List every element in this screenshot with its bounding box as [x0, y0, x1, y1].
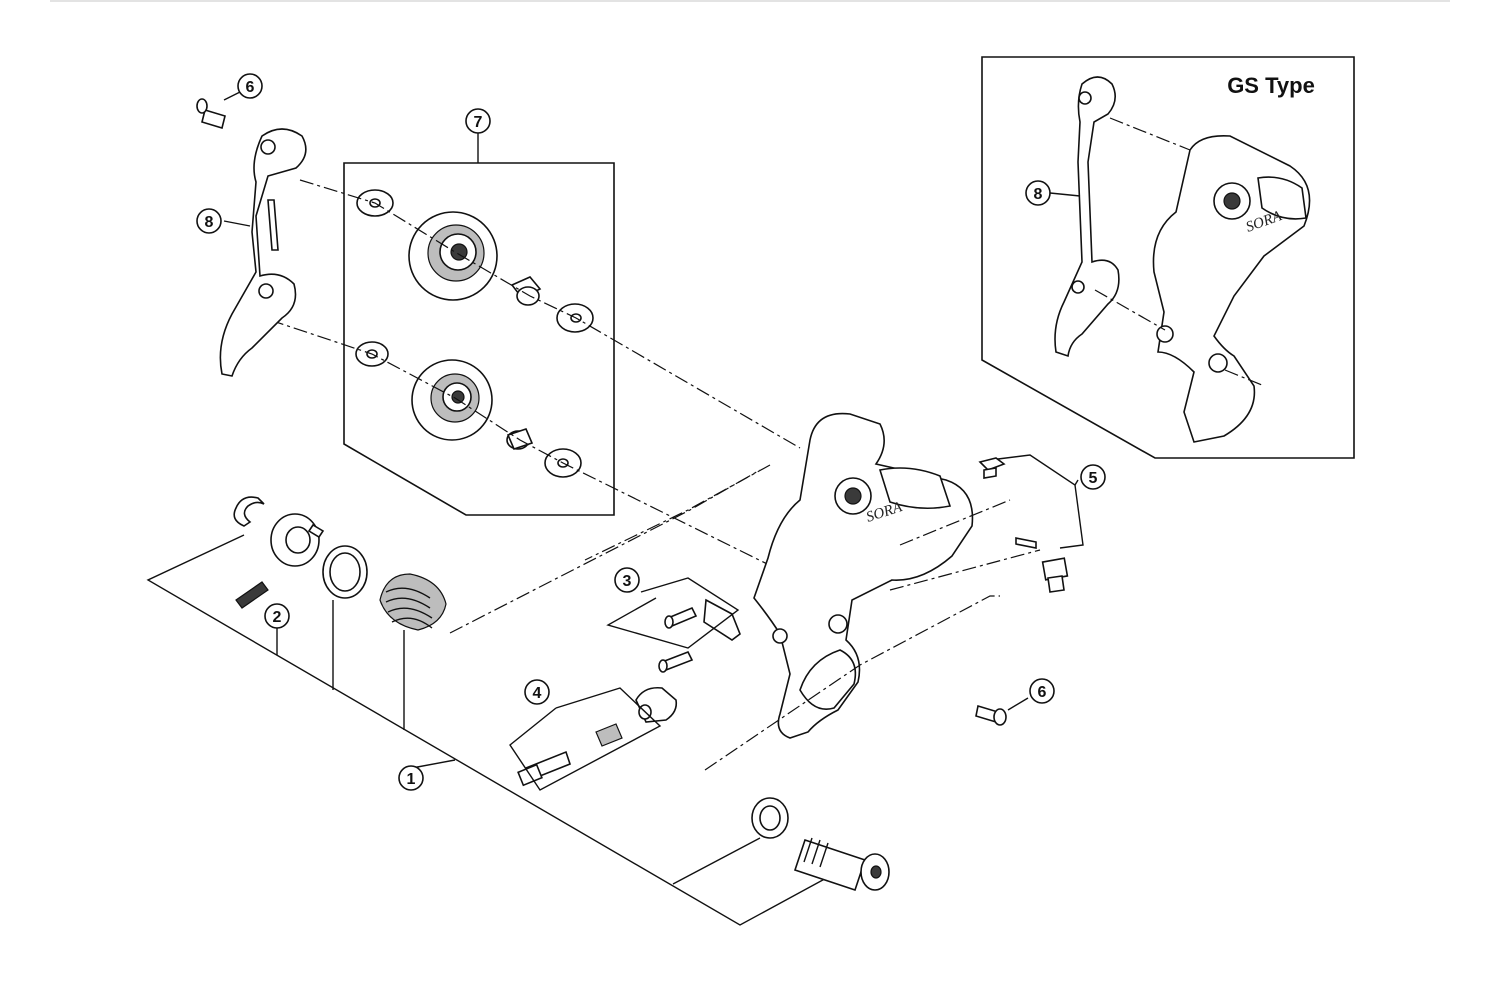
- b-tension-plate: [270, 513, 325, 567]
- stopper-screw-lower: [658, 650, 694, 673]
- callout-6-right: 6: [1029, 678, 1055, 704]
- gs-type-inset-box: [981, 56, 1355, 459]
- pivot-screw-right: [975, 704, 1007, 726]
- svg-text:8: 8: [1034, 186, 1043, 203]
- b-adjust-screw: [235, 581, 269, 609]
- body-axis-line: [584, 464, 771, 561]
- spacer-ring: [322, 545, 368, 599]
- callout-8-left: 8: [196, 208, 222, 234]
- callout-4: 4: [524, 679, 550, 705]
- guide-pulley: [408, 211, 498, 301]
- svg-text:2: 2: [273, 609, 282, 626]
- upper-axis-line: [299, 179, 801, 449]
- svg-text:1: 1: [407, 771, 416, 788]
- svg-text:5: 5: [1089, 470, 1098, 487]
- leader-washer: [672, 837, 761, 885]
- plate-screw-left: [196, 98, 226, 130]
- upper-bushing: [510, 276, 542, 306]
- callout-1: 1: [398, 765, 424, 791]
- stopper-ring: [233, 496, 265, 527]
- leader-8-left: [223, 220, 251, 227]
- svg-text:3: 3: [623, 573, 632, 590]
- leader-4: [509, 687, 662, 791]
- inner-plate-gs: [1054, 76, 1120, 358]
- pulley-set-box: [343, 162, 615, 516]
- leader-1-bracket: [146, 534, 833, 926]
- leader-3: [606, 577, 740, 649]
- b-axle-bolt: [793, 837, 890, 892]
- lower-bushing: [506, 428, 534, 450]
- leader-6-left: [223, 91, 241, 101]
- leader-5: [989, 454, 1084, 549]
- svg-text:4: 4: [533, 685, 542, 702]
- gs-type-title: GS Type: [1227, 73, 1315, 98]
- adjust-spring: [595, 723, 623, 747]
- adjust-nut: [635, 686, 678, 723]
- svg-text:6: 6: [1038, 684, 1047, 701]
- callout-3: 3: [614, 567, 640, 593]
- leader-6-right: [1007, 697, 1029, 711]
- callout-5: 5: [1080, 464, 1106, 490]
- stopper-plate: [703, 598, 741, 641]
- spring-axis-line: [449, 469, 761, 634]
- axle-axis-line: [704, 595, 1000, 771]
- derailleur-body: SORA: [753, 412, 974, 739]
- callout-7: 7: [465, 108, 491, 134]
- return-spring: [379, 573, 447, 631]
- svg-text:8: 8: [205, 214, 214, 231]
- callout-6-left: 6: [237, 73, 263, 99]
- derailleur-body-gs: SORA: [1152, 134, 1311, 443]
- inner-plate-left: [219, 128, 307, 377]
- stopper-screw-upper: [664, 606, 698, 629]
- callout-8-gs: 8: [1025, 180, 1051, 206]
- svg-text:6: 6: [246, 79, 255, 96]
- leader-8-gs: [1049, 192, 1081, 197]
- cable-fixing-washer: [978, 457, 1006, 479]
- leader-1: [411, 759, 456, 769]
- cable-fixing-bolt: [1041, 557, 1069, 593]
- callout-2: 2: [264, 603, 290, 629]
- cable-fixing-plate: [1015, 537, 1037, 549]
- axle-washer: [751, 797, 789, 839]
- tension-pulley: [411, 359, 493, 441]
- svg-text:7: 7: [474, 114, 483, 131]
- top-rule: [50, 0, 1450, 2]
- lower-axis-line: [269, 319, 841, 601]
- adjust-bolt: [517, 750, 571, 787]
